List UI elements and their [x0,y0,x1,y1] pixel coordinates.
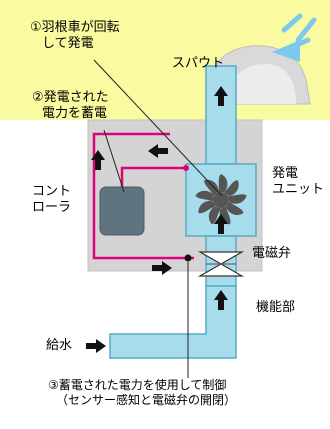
controller-box [99,186,145,236]
impeller-icon [195,174,247,225]
spray-drop [272,40,300,62]
generator-rotation-label: ①羽根車が回転 して発電 [30,20,120,53]
solenoid-valve-label: 電磁弁 [252,246,292,261]
controller-line1: コント [32,184,72,199]
storage-line2: 電力を蓄電 [42,106,108,122]
water-supply-label: 給水 [46,338,73,353]
generator-unit-line1: 発電 [272,166,299,181]
flow-arrows [86,86,228,353]
generator-unit-line2: ユニット [272,182,325,198]
wiring [92,132,194,260]
generator-connection-dot [183,165,189,171]
generator-rotation-line1: ①羽根車が回転 [30,20,120,35]
function-section-label: 機能部 [256,300,296,315]
leader-lines [93,59,223,378]
spout-label: スパウト [172,56,225,71]
controller-label: コント ローラ [32,184,71,217]
generator-rotation-line2: して発電 [42,36,94,52]
controller-line2: ローラ [32,200,72,216]
generator-unit-label: 発電 ユニット [272,166,324,199]
valve-connection-dot [184,254,192,262]
storage-label: ②発電された 電力を蓄電 [32,90,109,123]
control-label: ③蓄電された電力を使用して制御 （センサー感知と電磁弁の開閉） [48,378,236,408]
solenoid-valve-icon [197,251,245,277]
storage-line1: ②発電された [32,90,109,105]
control-line2: （センサー感知と電磁弁の開閉） [56,393,237,407]
control-line1: ③蓄電された電力を使用して制御 [48,378,227,392]
faucet-highlight [228,64,296,104]
